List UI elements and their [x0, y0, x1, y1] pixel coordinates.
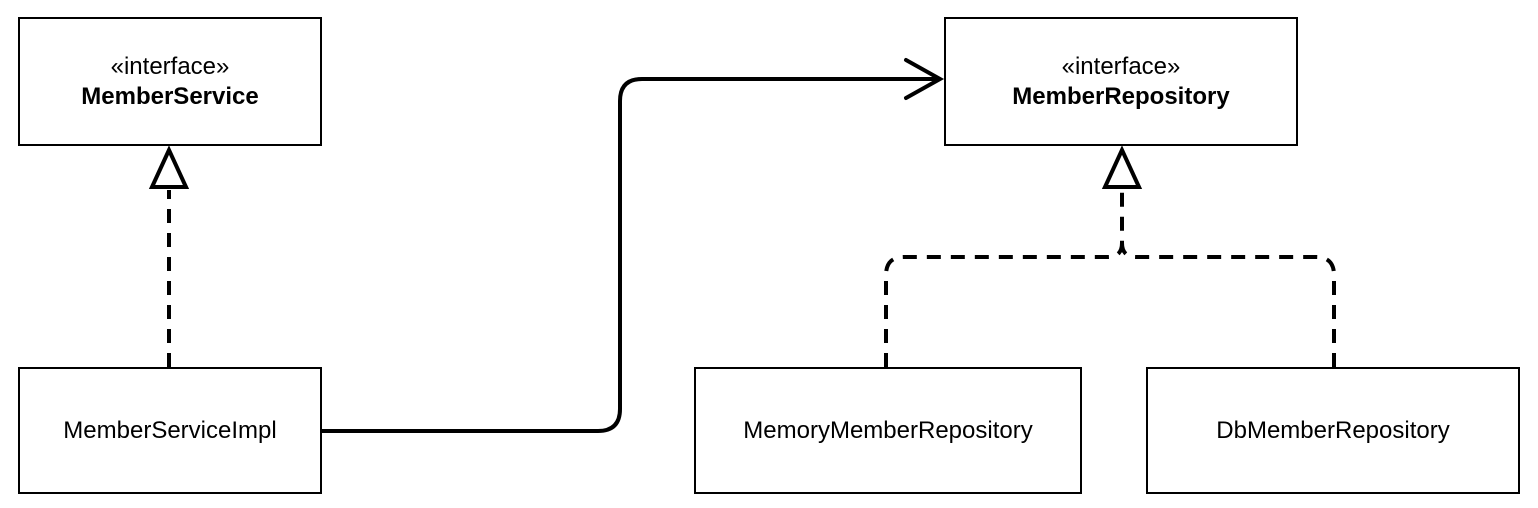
db-member-repository-name: DbMemberRepository	[1216, 416, 1450, 444]
member-service-impl-class-box: MemberServiceImpl	[18, 367, 322, 494]
member-service-interface-box: «interface» MemberService	[18, 17, 322, 146]
member-service-name: MemberService	[81, 82, 259, 110]
memory-member-repository-class-box: MemoryMemberRepository	[694, 367, 1082, 494]
member-service-stereotype: «interface»	[110, 52, 230, 80]
member-repository-name: MemberRepository	[1012, 82, 1230, 110]
association-line	[322, 77, 940, 433]
member-service-impl-name: MemberServiceImpl	[63, 416, 277, 444]
member-repository-interface-box: «interface» MemberRepository	[944, 17, 1298, 146]
realization-arrowhead-member-service	[148, 145, 190, 189]
realization-line-db-repository	[1120, 242, 1336, 367]
member-repository-stereotype: «interface»	[1061, 52, 1181, 80]
memory-member-repository-name: MemoryMemberRepository	[743, 416, 1033, 444]
association-arrowhead	[904, 58, 945, 100]
db-member-repository-class-box: DbMemberRepository	[1146, 367, 1520, 494]
realization-arrowhead-member-repository	[1101, 145, 1143, 189]
realization-line-memory-repository	[884, 190, 1124, 367]
